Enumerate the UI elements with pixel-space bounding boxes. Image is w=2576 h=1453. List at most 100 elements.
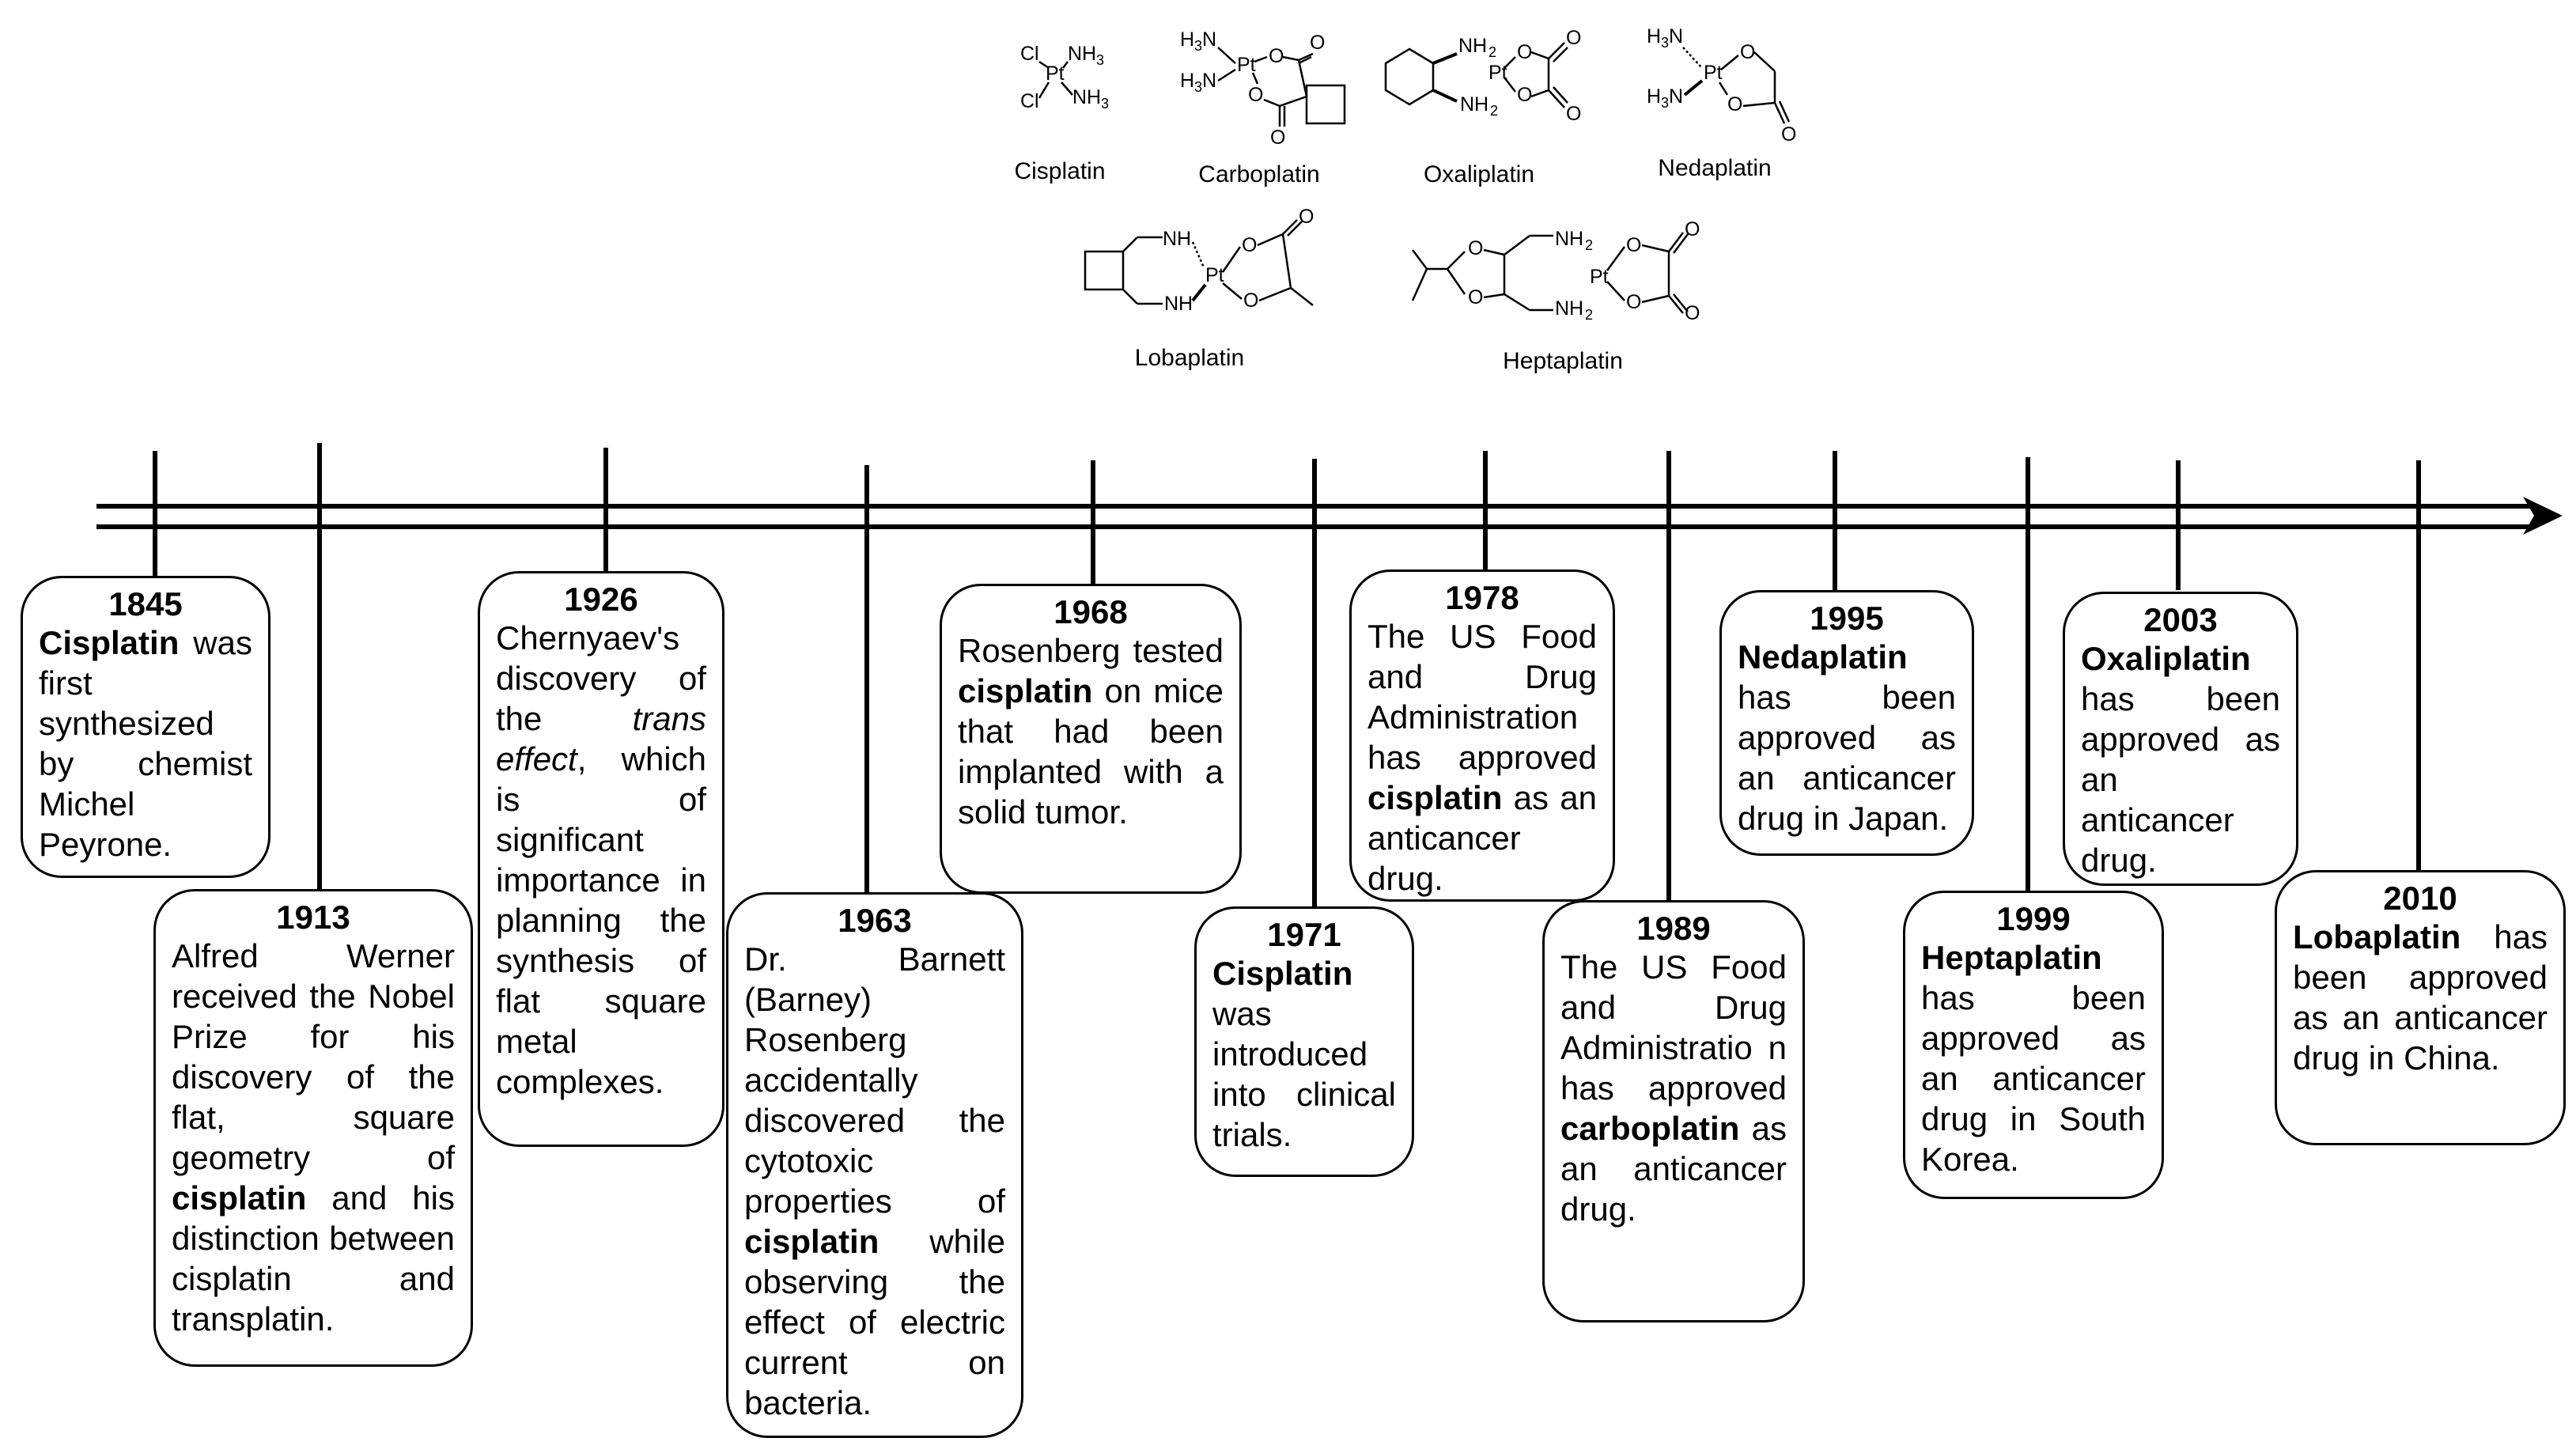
event-year: 1845 — [108, 585, 183, 622]
bold-term: cisplatin — [1367, 779, 1503, 816]
event-box-2003: 2003 Oxaliplatin has been approved as an… — [2063, 592, 2298, 886]
atom-nh: NH — [1164, 293, 1193, 315]
event-text: Cisplatin was introduced into clinical t… — [1212, 953, 1396, 1155]
structure-label-cisplatin: Cisplatin — [1014, 158, 1105, 184]
event-box-1845: 1845 Cisplatin was first synthesized by … — [21, 576, 270, 878]
atom-n: N — [1072, 86, 1087, 108]
atom-h: H — [1647, 85, 1661, 108]
event-year: 1971 — [1267, 916, 1341, 953]
event-box-1999: 1999 Heptaplatin has been approved as an… — [1903, 891, 2164, 1199]
event-box-1968: 1968 Rosenberg tested cisplatin on mice … — [940, 584, 1242, 894]
oxaliplatin-structure: NH 2 NH 2 Pt O O O O Oxaliplatin — [1384, 27, 1581, 187]
event-year: 1989 — [1636, 910, 1711, 947]
atom-sub: 3 — [1194, 38, 1202, 54]
text-segment: , which is of significant importance in … — [496, 740, 706, 1100]
text-segment: was first synthesized by chemist Michel … — [39, 624, 252, 863]
atom-o: O — [1270, 127, 1285, 149]
bold-term: Cisplatin — [39, 624, 180, 661]
event-year: 1995 — [1810, 600, 1884, 637]
atom-o: O — [1310, 32, 1325, 54]
lobaplatin-structure: NH NH Pt O O O Lobaplatin — [1084, 206, 1314, 371]
event-text: The US Food and Drug Administration has … — [1367, 616, 1597, 899]
atom-nh: NH — [1163, 228, 1191, 250]
atom-sub: 2 — [1585, 237, 1593, 253]
atom-h: H — [1180, 70, 1194, 92]
atom-o: O — [1248, 84, 1263, 106]
event-text: Dr. Barnett (Barney) Rosenberg accidenta… — [744, 939, 1005, 1423]
text-segment: has been approved as an anticancer drug … — [2293, 918, 2548, 1077]
atom-o: O — [1299, 206, 1314, 228]
atom-sub: 3 — [1101, 96, 1109, 112]
bold-term: Heptaplatin — [1921, 939, 2102, 976]
event-text: Cisplatin was first synthesized by chemi… — [39, 622, 252, 865]
event-text: Lobaplatin has been approved as an antic… — [2293, 917, 2548, 1078]
bold-term: Nedaplatin — [1738, 638, 1908, 675]
atom-nh: NH — [1555, 297, 1583, 320]
bold-term: Cisplatin — [1212, 955, 1353, 992]
atom-sub: 3 — [1661, 95, 1669, 111]
atom-h: H — [1647, 25, 1661, 47]
text-segment: Alfred Werner received the Nobel Prize f… — [172, 937, 455, 1176]
structure-label-lobaplatin: Lobaplatin — [1135, 345, 1244, 371]
text-segment: as an anticancer drug. — [1367, 779, 1597, 897]
event-box-1989: 1989 The US Food and Drug Administratio … — [1542, 900, 1805, 1322]
atom-o: O — [1781, 123, 1796, 146]
text-segment: has been approved as an anticancer drug. — [2081, 680, 2280, 879]
text-segment: has been approved as an anticancer drug … — [1921, 979, 2146, 1178]
axis-arrowhead — [2523, 497, 2563, 535]
atom-o: O — [1468, 286, 1483, 308]
structure-label-nedaplatin: Nedaplatin — [1658, 155, 1771, 181]
text-segment: Chernyaev's discovery of the — [496, 619, 706, 737]
cisplatin-structure: Cl Pt N H 3 Cl N H 3 Cisplatin — [1014, 43, 1109, 184]
atom-sub: 2 — [1585, 307, 1593, 323]
timeline-axis — [96, 497, 2563, 535]
event-box-1913: 1913 Alfred Werner received the Nobel Pr… — [153, 889, 473, 1367]
italic-term: trans effect — [496, 700, 706, 778]
atom-h: H — [1180, 28, 1194, 51]
atom-o: O — [1566, 27, 1581, 49]
atom-o: O — [1727, 93, 1742, 115]
bold-term: Lobaplatin — [2293, 918, 2461, 955]
event-box-1963: 1963 Dr. Barnett (Barney) Rosenberg acci… — [726, 892, 1023, 1438]
text-segment: was introduced into clinical trials. — [1212, 995, 1396, 1153]
atom-o: O — [1269, 45, 1284, 67]
atom-o: O — [1566, 103, 1581, 125]
structure-label-carboplatin: Carboplatin — [1198, 161, 1319, 187]
event-text: Oxaliplatin has been approved as an anti… — [2081, 638, 2280, 880]
structure-label-oxaliplatin: Oxaliplatin — [1424, 161, 1534, 187]
atom-cl: Cl — [1020, 90, 1039, 112]
event-text: Rosenberg tested cisplatin on mice that … — [958, 630, 1224, 832]
text-segment: Rosenberg tested — [958, 632, 1224, 669]
event-box-1978: 1978 The US Food and Drug Administration… — [1349, 569, 1615, 902]
event-box-2010: 2010 Lobaplatin has been approved as an … — [2275, 870, 2566, 1145]
atom-pt: Pt — [1205, 264, 1224, 286]
text-segment: while observing the effect of electric c… — [744, 1223, 1005, 1421]
event-box-1971: 1971 Cisplatin was introduced into clini… — [1194, 906, 1414, 1177]
carboplatin-structure: H 3 N H 3 N Pt O O O O Carboplatin — [1180, 28, 1346, 187]
atom-o: O — [1626, 291, 1641, 313]
atom-o: O — [1626, 234, 1641, 256]
event-year: 1968 — [1053, 593, 1128, 630]
event-text: Nedaplatin has been approved as an antic… — [1738, 637, 1956, 838]
bold-term: carboplatin — [1560, 1110, 1740, 1147]
atom-o: O — [1740, 41, 1755, 63]
event-box-1995: 1995 Nedaplatin has been approved as an … — [1719, 590, 1974, 856]
event-year: 1978 — [1445, 579, 1519, 616]
atom-h: H — [1082, 43, 1096, 65]
text-segment: Dr. Barnett (Barney) Rosenberg accidenta… — [744, 940, 1005, 1220]
atom-pt: Pt — [1488, 62, 1507, 84]
atom-o: O — [1685, 218, 1700, 240]
event-text: Alfred Werner received the Nobel Prize f… — [172, 936, 455, 1339]
text-segment: The US Food and Drug Administratio n has… — [1560, 948, 1787, 1107]
heptaplatin-structure: O O NH 2 NH 2 Pt O O O O Heptaplatin — [1411, 218, 1700, 374]
event-year: 1926 — [564, 581, 638, 618]
nedaplatin-structure: H 3 N H 3 N Pt O O O Nedaplatin — [1647, 25, 1796, 181]
text-segment: The US Food and Drug Administration has … — [1367, 618, 1597, 776]
atom-pt: Pt — [1590, 266, 1609, 288]
bold-term: cisplatin — [172, 1179, 307, 1217]
atom-n: N — [1202, 70, 1216, 92]
event-year: 1963 — [838, 902, 912, 939]
event-text: Chernyaev's discovery of the trans effec… — [496, 618, 706, 1102]
